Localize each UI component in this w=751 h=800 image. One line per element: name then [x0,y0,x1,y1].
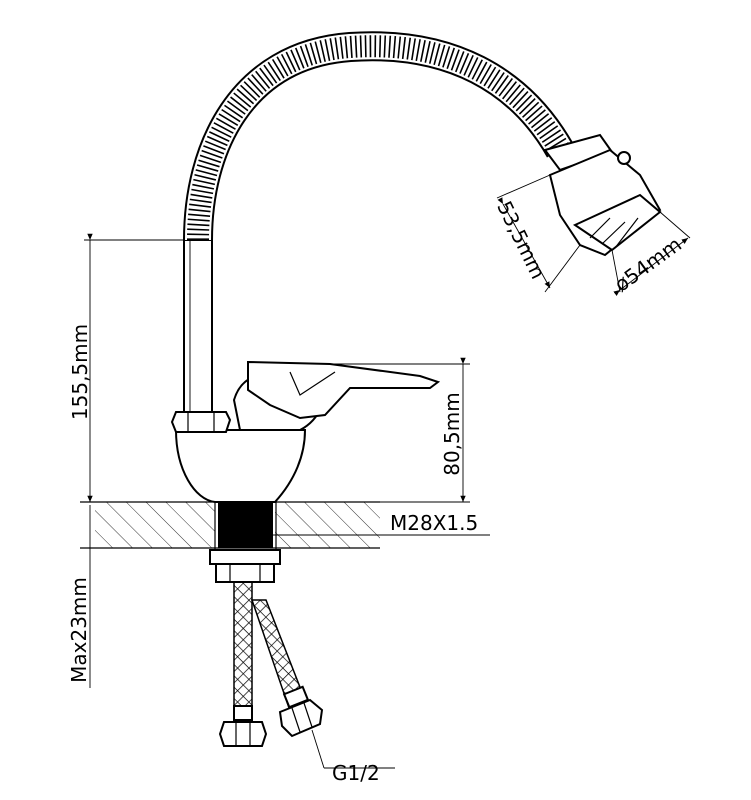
spray-head [543,133,662,257]
faucet-body [170,360,441,503]
max-thickness-label: Max23mm [67,577,91,683]
dimension-max-thickness: Max23mm [67,505,96,688]
hose-fitting-left [218,705,268,747]
handle-height-label: 80,5mm [440,392,464,476]
head-length-label: 53,5mm [492,197,550,283]
connection-callout: G1/2 [311,729,395,785]
mounting-nut [209,549,281,583]
dimension-handle-height: 80,5mm [330,357,470,503]
dimension-hose-height: 155,5mm [68,233,184,502]
flexible-hose [183,31,574,241]
hose-height-label: 155,5mm [68,324,92,420]
countertop [80,501,380,549]
vertical-pipe [183,239,213,413]
hose-fitting-right [278,685,324,738]
thread-label: M28X1.5 [390,511,478,535]
connection-label: G1/2 [332,761,380,785]
threaded-shank [214,501,277,551]
thread-callout: M28X1.5 [272,511,490,536]
